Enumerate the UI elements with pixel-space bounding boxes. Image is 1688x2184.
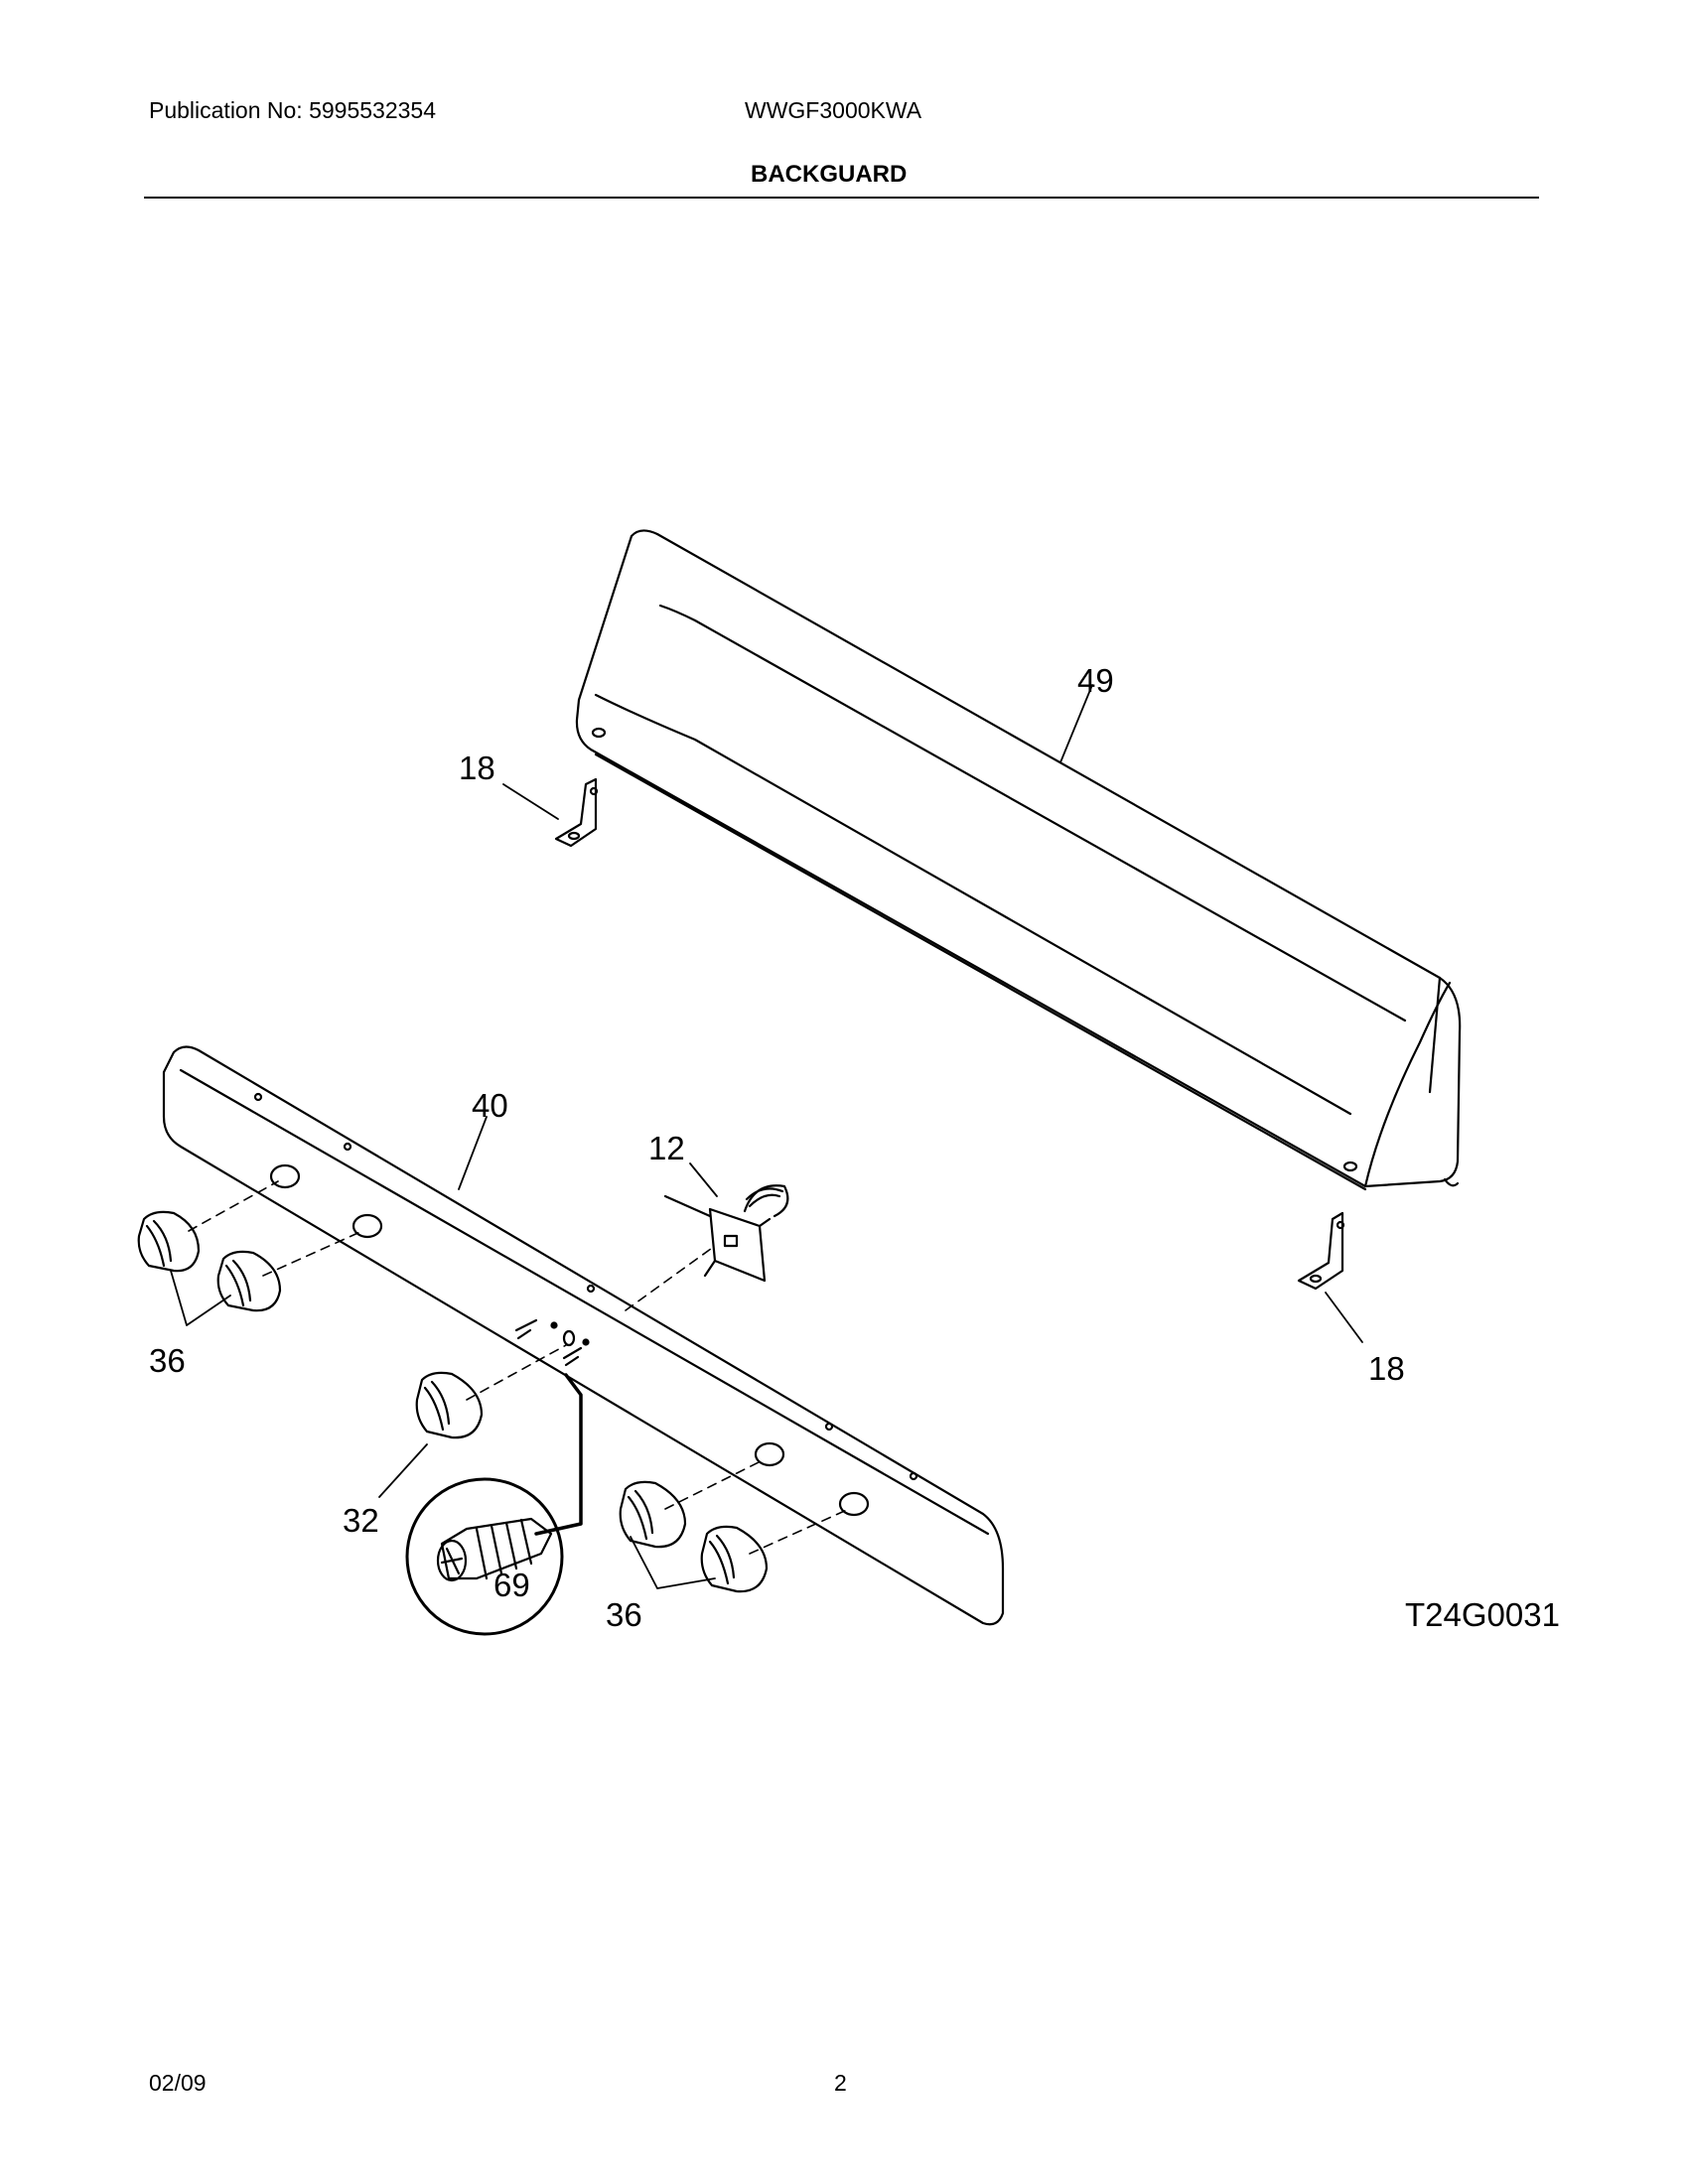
callout-18-right: 18 xyxy=(1368,1350,1405,1387)
footer-date: 02/09 xyxy=(149,2070,207,2096)
callout-32: 32 xyxy=(343,1502,379,1539)
thermostat xyxy=(663,1184,789,1283)
callout-36-left: 36 xyxy=(149,1342,186,1379)
knob-left-1 xyxy=(137,1210,201,1273)
callout-49: 49 xyxy=(1077,662,1114,699)
knob-right-2 xyxy=(700,1525,769,1593)
model-number: WWGF3000KWA xyxy=(745,97,922,123)
assembly-lines xyxy=(188,1180,850,1555)
figure-code: T24G0031 xyxy=(1405,1596,1560,1633)
page-number: 2 xyxy=(834,2070,847,2096)
callout-40: 40 xyxy=(472,1087,508,1124)
callout-12: 12 xyxy=(648,1130,685,1166)
knob-center xyxy=(415,1371,484,1439)
leader-lines xyxy=(170,684,1363,1589)
callout-69: 69 xyxy=(493,1567,530,1603)
knob-left-2 xyxy=(216,1250,282,1312)
callout-18-left: 18 xyxy=(459,750,495,786)
control-panel xyxy=(162,1045,1005,1626)
backguard-panel xyxy=(575,529,1462,1191)
knob-right-1 xyxy=(619,1480,687,1549)
bracket-right xyxy=(1297,1211,1345,1291)
screw-detail-circle xyxy=(405,1373,583,1636)
publication-number: Publication No: 5995532354 xyxy=(149,97,437,123)
callout-36-right: 36 xyxy=(606,1596,642,1633)
section-title: BACKGUARD xyxy=(751,161,908,188)
header-rule xyxy=(144,197,1539,199)
panel-screws xyxy=(514,1318,590,1367)
bracket-left xyxy=(554,777,599,848)
